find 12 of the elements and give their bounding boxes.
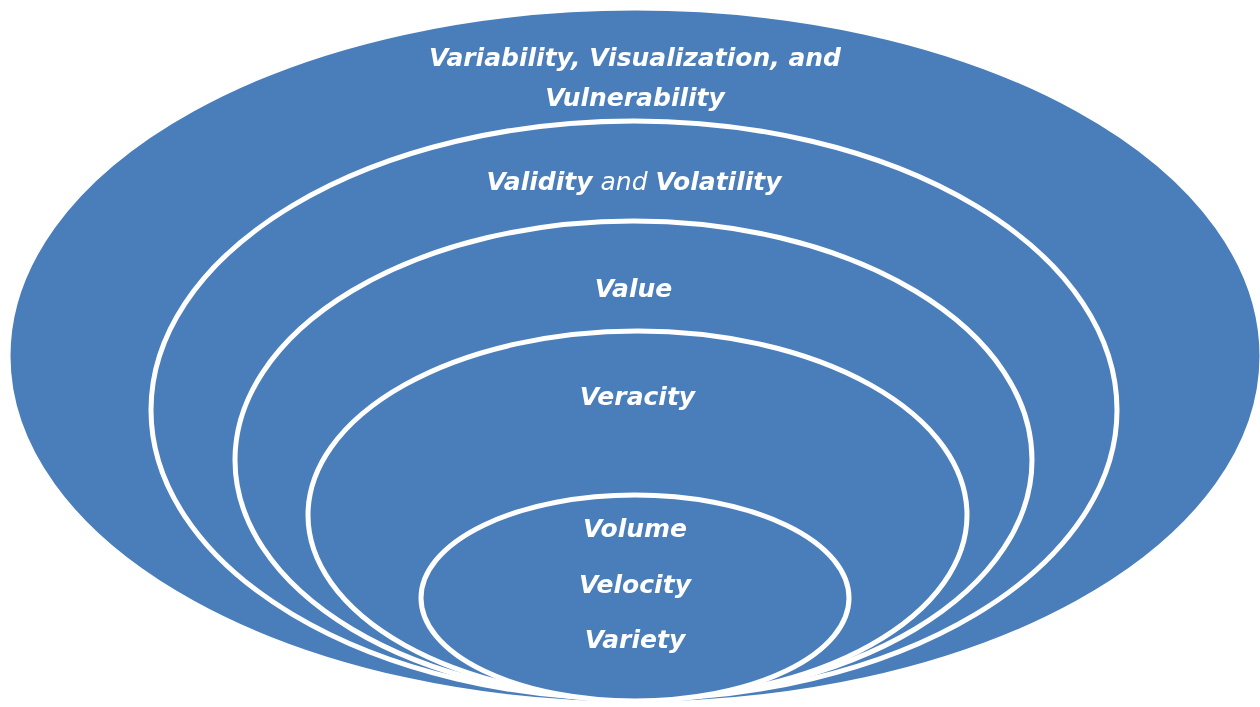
- ellipse-layer: [418, 492, 852, 704]
- layer-label: Velocity: [578, 569, 693, 601]
- ellipse-layer: [148, 118, 1120, 702]
- ellipse-layer: [232, 218, 1035, 702]
- layer-label: Volume: [581, 513, 689, 545]
- layer-label: Validity and Volatility: [485, 166, 783, 198]
- layer-label: Value: [593, 273, 674, 305]
- ellipse-layer: [10, 10, 1260, 702]
- layer-label: Veracity: [578, 381, 697, 413]
- layer-label: Variability, Visualization, and Vulnerability: [428, 42, 842, 114]
- ellipse-layer: [305, 328, 970, 702]
- layer-label: Variety: [583, 624, 687, 656]
